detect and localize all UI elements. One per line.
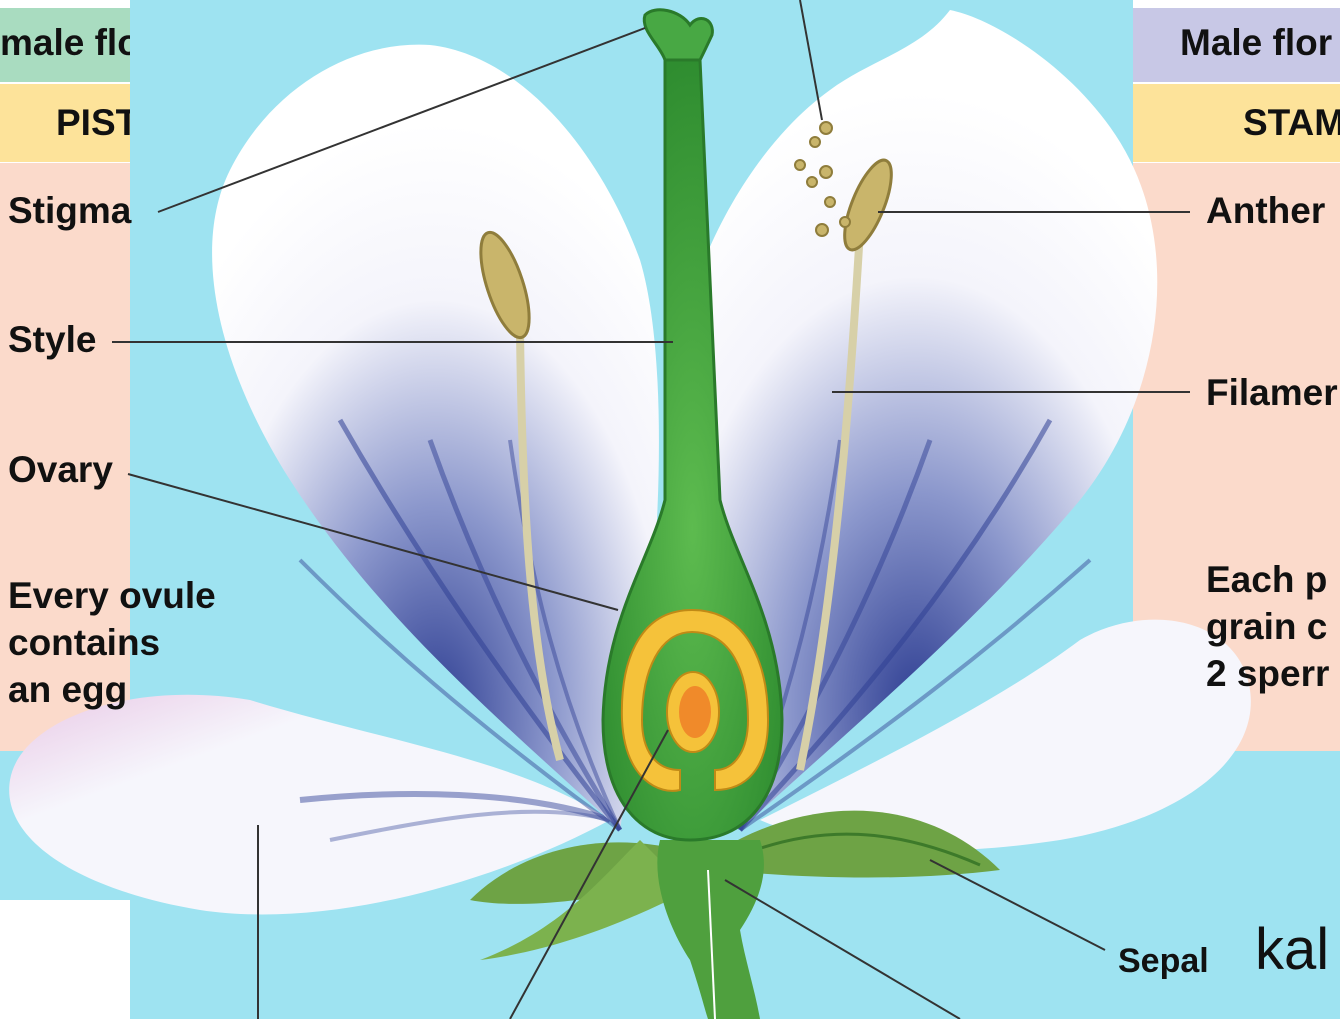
label-ovule-line3: an egg <box>8 666 127 713</box>
label-stigma: Stigma <box>8 187 131 234</box>
label-pollen-line2: grain c <box>1206 603 1327 650</box>
label-sepal: Sepal <box>1118 938 1209 985</box>
label-pollen-line3: 2 sperr <box>1206 650 1329 697</box>
label-ovary: Ovary <box>8 446 113 493</box>
label-anther: Anther <box>1206 187 1325 234</box>
label-ovule-line2: contains <box>8 619 160 666</box>
label-filament: Filamer <box>1206 369 1338 416</box>
kal-text: kal <box>1255 916 1329 983</box>
label-style: Style <box>8 316 96 363</box>
label-pollen-line1: Each p <box>1206 556 1327 603</box>
label-ovule-line1: Every ovule <box>8 572 216 619</box>
egg <box>679 686 711 738</box>
